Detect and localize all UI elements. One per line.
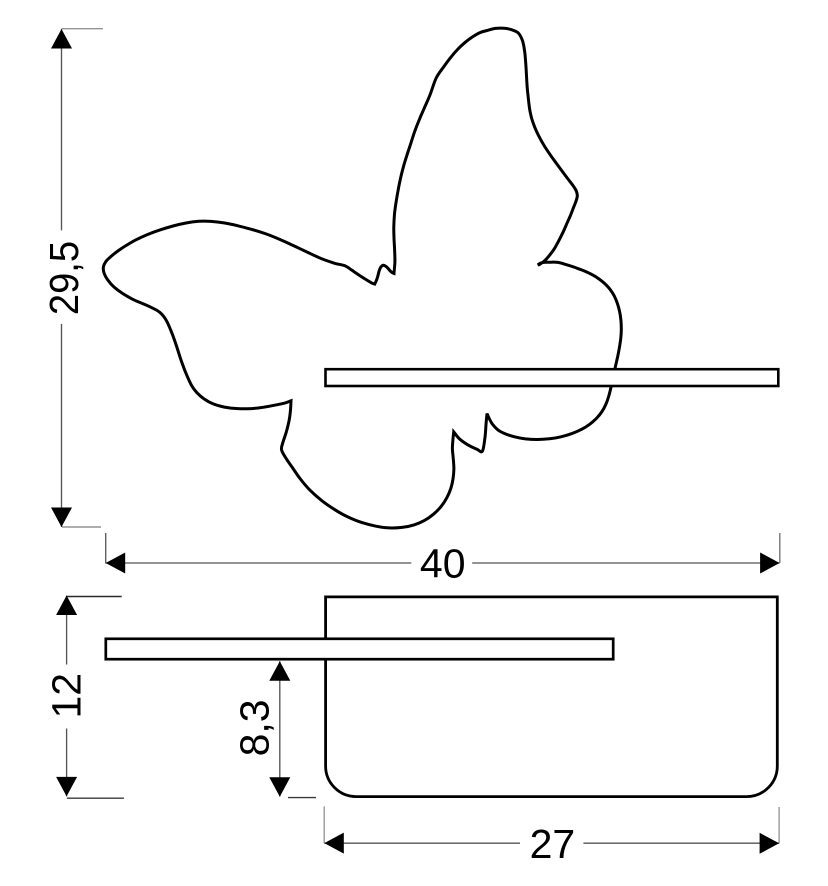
svg-text:12: 12: [44, 673, 90, 719]
svg-text:8,3: 8,3: [231, 699, 277, 756]
svg-text:27: 27: [530, 821, 576, 867]
svg-text:29,5: 29,5: [42, 241, 88, 315]
svg-text:40: 40: [420, 541, 466, 587]
